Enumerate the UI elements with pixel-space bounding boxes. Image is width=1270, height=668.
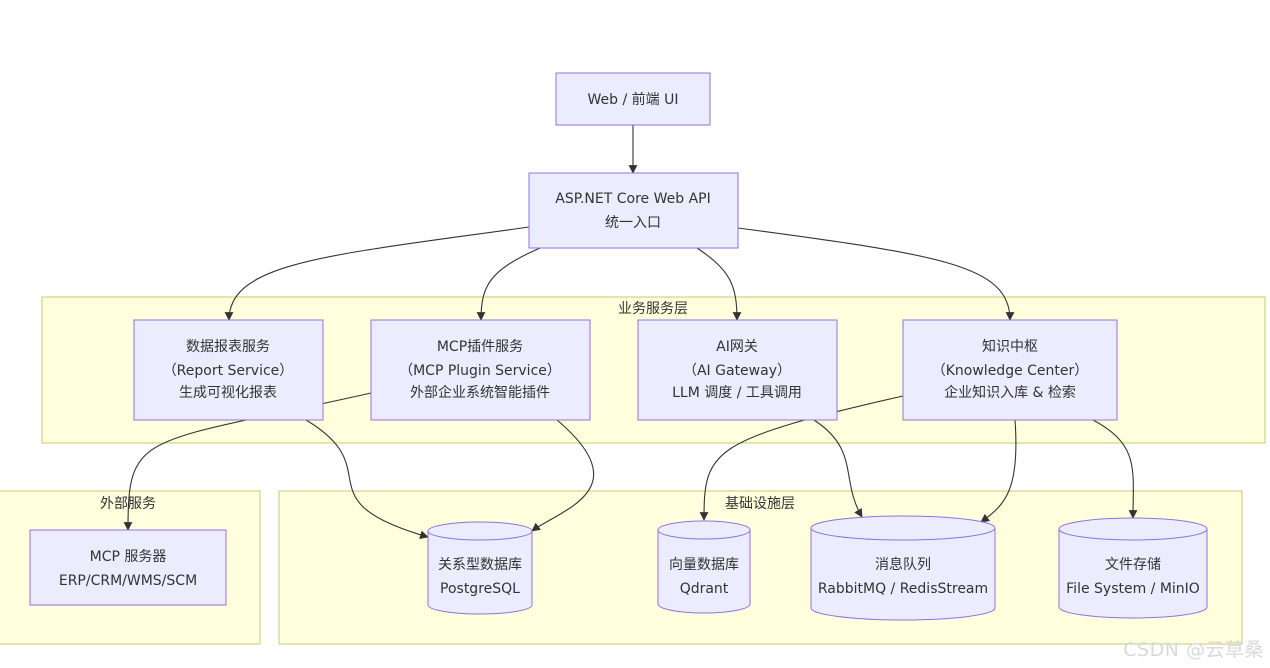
node-knowledge-line-2: （Knowledge Center）: [932, 363, 1089, 379]
node-ai-gateway-line-3: LLM 调度 / 工具调用: [672, 385, 802, 401]
edge-api-mcp-plugin: [476, 247, 541, 321]
node-report-line-2: （Report Service）: [163, 363, 294, 379]
node-api-line-1: ASP.NET Core Web API: [555, 191, 710, 207]
node-knowledge-center: 知识中枢 （Knowledge Center） 企业知识入库 & 检索: [902, 319, 1118, 421]
node-api-line-2: 统一入口: [605, 215, 661, 231]
node-qdrant-cylinder: 向量数据库 Qdrant: [657, 520, 751, 614]
edge-mcp-plugin-postgres: [531, 419, 595, 532]
node-postgres-cylinder: 关系型数据库 PostgreSQL: [427, 521, 533, 615]
group-infra-label: 基础设施层: [725, 495, 795, 512]
edge-api-knowledge: [737, 227, 1015, 321]
edge-ai-gateway-mq: [813, 419, 863, 518]
node-files-line-1: 文件存储: [1105, 557, 1161, 573]
node-mq-line-1: 消息队列: [875, 556, 931, 573]
node-postgres-line-2: PostgreSQL: [440, 581, 520, 597]
node-mcp-plugin-line-1: MCP插件服务: [437, 339, 523, 355]
node-web-line-1: Web / 前端 UI: [588, 91, 679, 108]
node-ai-gateway-line-2: （AI Gateway）: [683, 363, 791, 379]
edge-report-postgres: [305, 419, 429, 540]
node-mcp-server: MCP 服务器 ERP/CRM/WMS/SCM: [29, 529, 227, 606]
node-files-cylinder: 文件存储 File System / MinIO: [1058, 517, 1208, 619]
node-mcp-server-line-1: MCP 服务器: [90, 549, 167, 565]
csdn-watermark: CSDN @云草桑: [1123, 639, 1264, 661]
node-mq-line-2: RabbitMQ / RedisStream: [818, 581, 988, 597]
group-business-label: 业务服务层: [618, 301, 688, 317]
node-qdrant-line-1: 向量数据库: [669, 557, 739, 573]
node-api-gateway: ASP.NET Core Web API 统一入口: [528, 172, 739, 249]
node-mq-cylinder: 消息队列 RabbitMQ / RedisStream: [810, 515, 996, 621]
node-mcp-plugin-service: MCP插件服务 （MCP Plugin Service） 外部企业系统智能插件: [370, 319, 591, 421]
edge-knowledge-files: [1092, 419, 1138, 519]
node-ai-gateway: AI网关 （AI Gateway） LLM 调度 / 工具调用: [637, 319, 838, 421]
node-knowledge-line-1: 知识中枢: [982, 338, 1038, 355]
edge-ai-gateway-qdrant: [699, 395, 904, 521]
edges: [123, 125, 1138, 540]
node-knowledge-line-3: 企业知识入库 & 检索: [944, 384, 1076, 401]
node-mcp-plugin-line-2: （MCP Plugin Service）: [399, 363, 561, 379]
edge-api-ai-gateway: [696, 247, 742, 321]
edge-knowledge-mq: [980, 419, 1017, 523]
node-files-line-2: File System / MinIO: [1066, 581, 1200, 597]
node-report-line-1: 数据报表服务: [186, 339, 270, 355]
node-mcp-server-line-2: ERP/CRM/WMS/SCM: [59, 573, 197, 589]
node-report-line-3: 生成可视化报表: [179, 385, 277, 401]
node-ai-gateway-line-1: AI网关: [716, 339, 758, 355]
group-external-label: 外部服务: [100, 496, 156, 512]
node-qdrant-line-2: Qdrant: [680, 581, 729, 597]
edge-api-report: [224, 226, 530, 321]
node-report-service: 数据报表服务 （Report Service） 生成可视化报表: [133, 319, 324, 421]
node-mcp-plugin-line-3: 外部企业系统智能插件: [410, 384, 550, 401]
node-web-frontend: Web / 前端 UI: [555, 72, 711, 126]
node-postgres-line-1: 关系型数据库: [438, 557, 522, 573]
